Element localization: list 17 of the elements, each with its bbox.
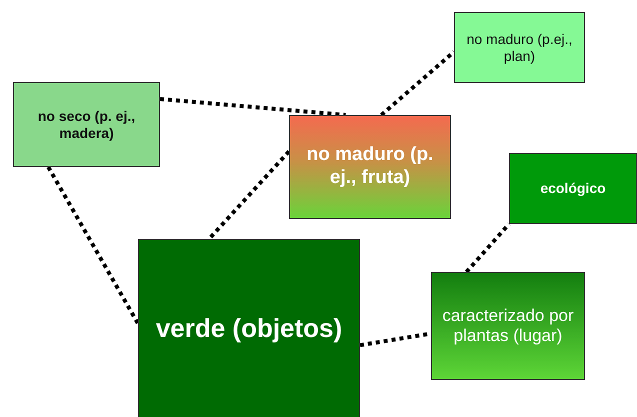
dotted-connector — [160, 97, 346, 117]
concept-box — [289, 115, 451, 219]
dotted-connector — [46, 166, 140, 325]
box-label: no maduro (p.ej., plan) — [466, 30, 574, 64]
dotted-connector — [464, 222, 510, 274]
concept-box — [13, 82, 160, 167]
concept-box — [431, 272, 585, 380]
box-label: caracterizado por plantas (lugar) — [441, 306, 575, 346]
box-label: no seco (p. ej., madera) — [36, 108, 136, 142]
concept-box — [454, 12, 585, 83]
concept-box — [509, 153, 637, 224]
box-label: ecológico — [540, 180, 606, 197]
dotted-connector — [380, 50, 456, 116]
concept-box — [138, 239, 360, 417]
box-label: verde (objetos) — [156, 313, 342, 345]
box-label: no maduro (p. ej., fruta) — [306, 144, 434, 190]
dotted-connector — [208, 150, 290, 240]
